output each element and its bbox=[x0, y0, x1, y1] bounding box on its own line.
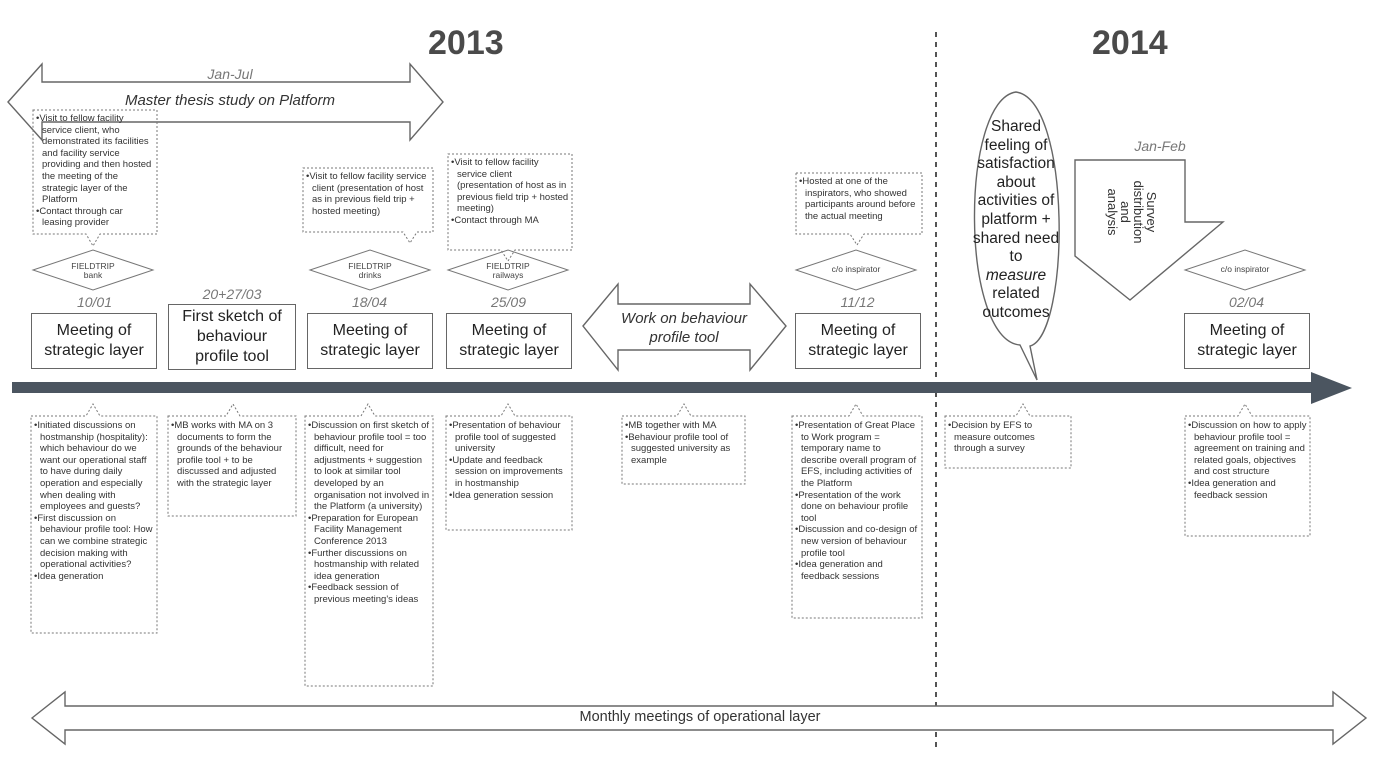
event-date-5: 11/12 bbox=[840, 294, 875, 310]
event-box-6: Meeting of strategic layer bbox=[1184, 313, 1310, 369]
event-date-1: 10/01 bbox=[76, 294, 113, 310]
top-note-3: Visit to fellow facility service client … bbox=[448, 155, 572, 229]
note-outline-bottom-1 bbox=[30, 403, 158, 634]
note-outline-bottom-8 bbox=[1184, 403, 1311, 537]
event-date-2: 20+27/03 bbox=[202, 286, 262, 302]
top-note-1: Visit to fellow facility service client,… bbox=[33, 111, 157, 231]
diamond-fieldtrip-bank bbox=[31, 249, 155, 291]
year-2013: 2013 bbox=[428, 24, 504, 62]
work-behaviour-label: Work on behaviour profile tool bbox=[621, 310, 747, 346]
speech-bubble-shape bbox=[973, 91, 1060, 381]
note-outline-bottom-3 bbox=[304, 403, 434, 687]
event-box-1: Meeting of strategic layer bbox=[31, 313, 157, 369]
event-box-4: Meeting of strategic layer bbox=[446, 313, 572, 369]
bottom-note-1: Initiated discussions on hostmanship (ho… bbox=[31, 418, 157, 584]
bottom-note-7: Decision by EFS to measure outcomes thro… bbox=[945, 418, 1071, 457]
event-date-6: 02/04 bbox=[1228, 294, 1265, 310]
timeline-arrowhead bbox=[1311, 372, 1352, 404]
note-outline-bottom-7 bbox=[944, 403, 1072, 469]
year-2014: 2014 bbox=[1092, 24, 1168, 62]
survey-arrow bbox=[1074, 159, 1225, 301]
diamond-label-inspirator-2: c/o inspirator bbox=[1220, 264, 1270, 274]
top-note-2: Visit to fellow facility service client … bbox=[303, 169, 433, 219]
note-outline-top-3 bbox=[447, 153, 573, 262]
work-behaviour-arrow bbox=[582, 282, 787, 373]
diamond-label-inspirator-1: c/o inspirator bbox=[831, 264, 881, 274]
survey-label: Survey distribution and analysis bbox=[1105, 180, 1159, 244]
event-box-2: First sketch of behaviour profile tool bbox=[168, 304, 296, 370]
event-date-3: 18/04 bbox=[351, 294, 388, 310]
bottom-note-4: Presentation of behaviour profile tool o… bbox=[446, 418, 572, 503]
satisfaction-bubble: Shared feeling of satisfaction about act… bbox=[972, 118, 1060, 321]
note-outline-top-4 bbox=[795, 172, 923, 246]
bottom-note-5: MB together with MABehaviour profile too… bbox=[622, 418, 745, 468]
bottom-note-6: Presentation of Great Place to Work prog… bbox=[792, 418, 922, 584]
master-thesis-label: Master thesis study on Platform bbox=[124, 92, 336, 109]
survey-period: Jan-Feb bbox=[1134, 138, 1186, 154]
top-note-4: Hosted at one of the inspirators, who sh… bbox=[796, 174, 922, 224]
diamond-inspirator-1 bbox=[794, 249, 918, 291]
monthly-meetings-label: Monthly meetings of operational layer bbox=[579, 709, 821, 725]
bottom-note-3: Discussion on first sketch of behaviour … bbox=[305, 418, 433, 608]
diamond-fieldtrip-railways bbox=[446, 249, 570, 291]
note-outline-top-2 bbox=[302, 167, 434, 244]
monthly-meetings-arrow bbox=[30, 690, 1368, 746]
note-outline-top-1 bbox=[32, 109, 158, 247]
diamond-inspirator-2 bbox=[1183, 249, 1307, 291]
note-outline-bottom-2 bbox=[167, 403, 297, 517]
bottom-note-8: Discussion on how to apply behaviour pro… bbox=[1185, 418, 1310, 503]
note-outline-bottom-4 bbox=[445, 403, 573, 531]
bottom-note-2: MB works with MA on 3 documents to form … bbox=[168, 418, 296, 492]
event-box-5: Meeting of strategic layer bbox=[795, 313, 921, 369]
diamond-fieldtrip-drinks bbox=[308, 249, 432, 291]
note-outline-bottom-5 bbox=[621, 403, 746, 485]
master-thesis-period: Jan-Jul bbox=[207, 66, 253, 82]
timeline-bar bbox=[12, 382, 1312, 393]
event-date-4: 25/09 bbox=[490, 294, 527, 310]
event-box-3: Meeting of strategic layer bbox=[307, 313, 433, 369]
